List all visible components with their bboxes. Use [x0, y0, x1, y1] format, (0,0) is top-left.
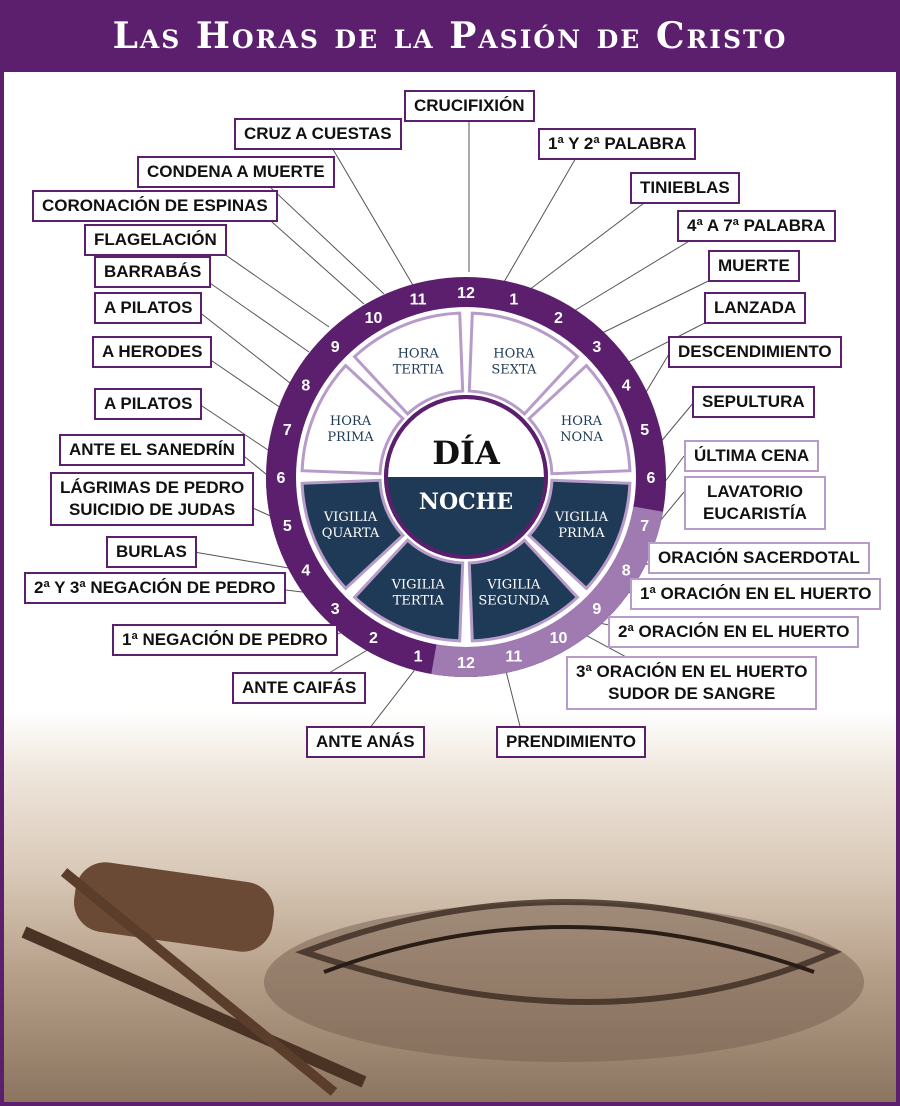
- day-hour-mark: 3: [592, 339, 601, 356]
- night-hour-mark: 3: [331, 601, 340, 618]
- connector-line: [528, 187, 665, 291]
- sector-vigilia-prima: [526, 478, 632, 591]
- event-muerte: MUERTE: [708, 250, 800, 282]
- event-a-herodes: A HERODES: [92, 336, 213, 368]
- event-burlas: BURLAS: [106, 536, 197, 568]
- event-sudor-line: SUDOR DE SANGRE: [608, 684, 776, 703]
- day-hour-mark: 5: [640, 422, 649, 439]
- event-prendimiento: PRENDIMIENTO: [496, 726, 647, 758]
- event-eucaristia-line: EUCARISTÍA: [703, 504, 807, 523]
- event-oracion-huerto-3: 3ª ORACIÓN EN EL HUERTO SUDOR DE SANGRE: [566, 656, 818, 710]
- sector-hora-nona: [526, 363, 632, 476]
- sector-vigilia-segunda: [467, 537, 580, 643]
- connector-line: [253, 205, 365, 305]
- event-crucifixion: CRUCIFIXIÓN: [404, 90, 535, 122]
- day-hour-mark: 4: [622, 378, 631, 395]
- night-hour-mark: 7: [640, 518, 649, 535]
- event-lagrimas-line: LÁGRIMAS DE PEDRO: [60, 478, 245, 497]
- event-flagelacion: FLAGELACIÓN: [84, 224, 227, 256]
- day-hour-mark: 2: [554, 310, 563, 327]
- event-palabra-1-2: 1ª Y 2ª PALABRA: [538, 128, 697, 160]
- sector-hora-tertia: [352, 311, 465, 417]
- event-negacion-2-3: 2ª Y 3ª NEGACIÓN DE PEDRO: [24, 572, 286, 604]
- event-ante-sanedrin: ANTE EL SANEDRÍN: [59, 434, 245, 466]
- night-hour-mark: 1: [414, 649, 423, 666]
- day-hour-mark: 1: [509, 291, 518, 308]
- connector-line: [193, 271, 310, 353]
- day-hour-mark: 6: [647, 470, 656, 487]
- connector-line: [198, 351, 295, 418]
- event-lavatorio-eucaristia: LAVATORIO EUCARISTÍA: [684, 476, 826, 530]
- event-lanzada: LANZADA: [704, 292, 807, 324]
- sector-hora-sexta: [467, 311, 580, 417]
- event-descendimiento: DESCENDIMIENTO: [668, 336, 842, 368]
- event-a-pilatos-2: A PILATOS: [94, 388, 203, 420]
- event-tinieblas: TINIEBLAS: [630, 172, 740, 204]
- title-bar: Las Horas de la Pasión de Cristo: [0, 0, 900, 72]
- event-negacion-1: 1ª NEGACIÓN DE PEDRO: [112, 624, 338, 656]
- event-oracion-huerto-1: 1ª ORACIÓN EN EL HUERTO: [630, 578, 882, 610]
- day-hour-mark: 12: [457, 285, 475, 302]
- center-night-label: NOCHE: [419, 489, 513, 515]
- center-day-label: DÍA: [432, 434, 501, 472]
- night-hour-mark: 2: [369, 630, 378, 647]
- connector-line: [503, 143, 585, 283]
- day-hour-mark: 9: [331, 339, 340, 356]
- event-ultima-cena: ÚLTIMA CENA: [684, 440, 820, 472]
- event-ante-caifas: ANTE CAIFÁS: [232, 672, 367, 704]
- event-sepultura: SEPULTURA: [692, 386, 815, 418]
- night-hour-mark: 5: [283, 518, 292, 535]
- day-hour-mark: 7: [283, 422, 292, 439]
- night-hour-mark: 10: [550, 630, 568, 647]
- night-hour-mark: 12: [457, 655, 475, 672]
- crown-of-thorns-scene: [21, 862, 864, 1096]
- night-hour-mark: 8: [622, 563, 631, 580]
- event-a-pilatos-1: A PILATOS: [94, 292, 203, 324]
- event-ante-anas: ANTE ANÁS: [306, 726, 425, 758]
- event-cruz-a-cuestas: CRUZ A CUESTAS: [234, 118, 402, 150]
- event-oracion-sacerdotal: ORACIÓN SACERDOTAL: [648, 542, 870, 574]
- sector-hora-prima: [300, 363, 406, 476]
- event-lagrimas-suicidio: LÁGRIMAS DE PEDRO SUICIDIO DE JUDAS: [50, 472, 255, 526]
- night-hour-mark: 4: [301, 563, 310, 580]
- event-oracion-huerto-3-line: 3ª ORACIÓN EN EL HUERTO: [576, 662, 808, 681]
- day-hour-mark: 11: [410, 291, 427, 308]
- day-hour-mark: 6: [277, 470, 286, 487]
- event-lavatorio-line: LAVATORIO: [706, 482, 803, 501]
- event-palabra-4-7: 4ª A 7ª PALABRA: [677, 210, 836, 242]
- night-ring-early-hours: [431, 506, 663, 677]
- event-condena-a-muerte: CONDENA A MUERTE: [137, 156, 335, 188]
- page-title: Las Horas de la Pasión de Cristo: [112, 15, 788, 57]
- connector-line: [193, 307, 300, 391]
- day-hour-mark: 10: [365, 310, 383, 327]
- connector-line: [323, 133, 415, 288]
- event-barrabas: BARRABÁS: [94, 256, 212, 288]
- event-oracion-huerto-2: 2ª ORACIÓN EN EL HUERTO: [608, 616, 860, 648]
- event-coronacion: CORONACIÓN DE ESPINAS: [32, 190, 278, 222]
- night-hour-mark: 11: [505, 649, 522, 666]
- night-half: [386, 477, 546, 557]
- day-hour-mark: 8: [301, 378, 310, 395]
- event-suicidio-line: SUICIDIO DE JUDAS: [68, 500, 236, 519]
- night-hour-mark: 9: [592, 601, 601, 618]
- sector-vigilia-quarta: [300, 478, 406, 591]
- sector-vigilia-tertia: [352, 537, 465, 643]
